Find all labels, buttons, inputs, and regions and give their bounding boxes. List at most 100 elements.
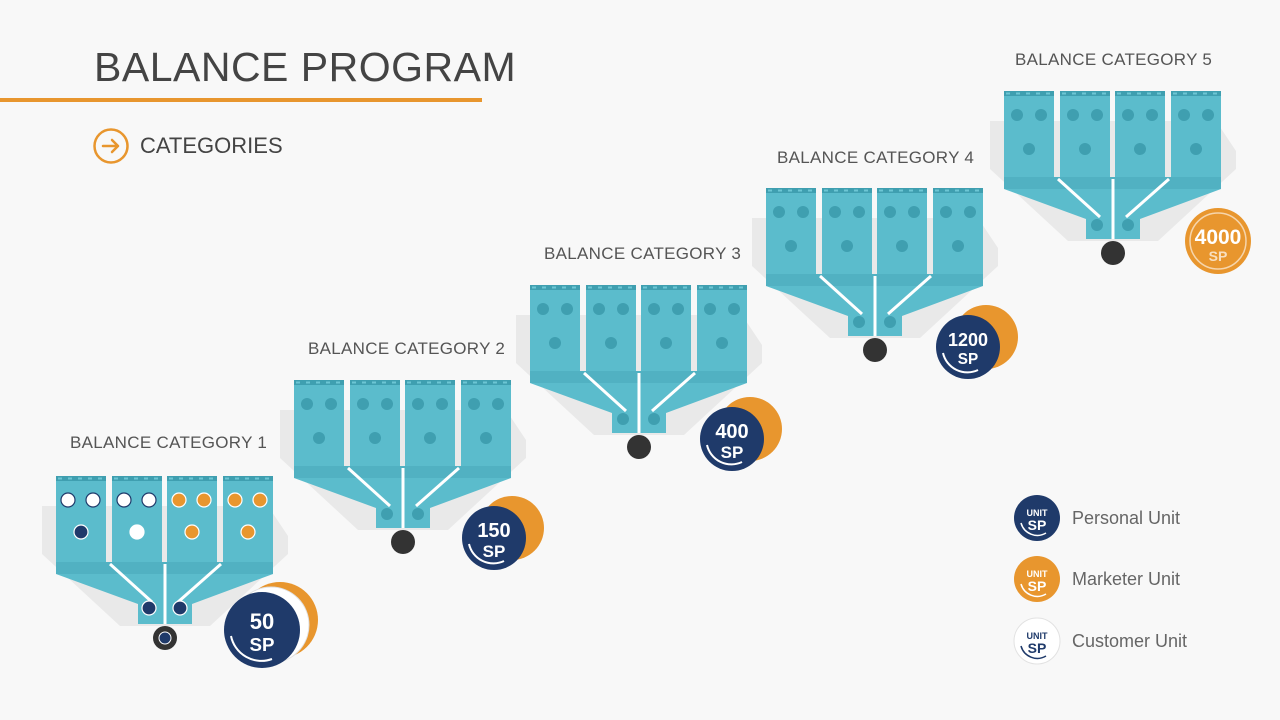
funnel-tick xyxy=(608,286,612,289)
funnel-tick xyxy=(306,381,310,384)
column-dot xyxy=(549,337,561,349)
funnel-column xyxy=(1115,91,1165,179)
funnel-tick xyxy=(598,286,602,289)
funnel-tick xyxy=(427,381,431,384)
column-dot xyxy=(672,303,684,315)
funnel-tick xyxy=(643,286,647,289)
funnel-tick xyxy=(864,189,868,192)
funnel-tick xyxy=(1117,92,1121,95)
column-dot xyxy=(853,316,865,328)
badge-value: 4000 xyxy=(1195,226,1242,249)
funnel-tick xyxy=(316,381,320,384)
badge-unit: SP xyxy=(250,634,275,655)
funnel-tick xyxy=(336,381,340,384)
column-dot xyxy=(648,303,660,315)
legend-badge-bottom: SP xyxy=(1028,640,1047,656)
legend-badge-bottom: SP xyxy=(1028,578,1047,594)
funnel-divider xyxy=(1056,177,1102,219)
funnel-column xyxy=(294,380,344,468)
funnel-tick xyxy=(417,381,421,384)
funnel-tick xyxy=(935,189,939,192)
funnel-tick xyxy=(683,286,687,289)
funnel-tick xyxy=(699,286,703,289)
column-dot xyxy=(593,303,605,315)
funnel-divider xyxy=(818,274,864,316)
category-2-funnel xyxy=(280,380,526,554)
funnel-tick xyxy=(1006,92,1010,95)
funnel-tick xyxy=(144,477,148,480)
funnel-tick xyxy=(1016,92,1020,95)
column-dot xyxy=(704,303,716,315)
funnel-tick xyxy=(955,189,959,192)
output-node xyxy=(391,530,415,554)
funnel-column xyxy=(766,188,816,276)
funnel-tick xyxy=(179,477,183,480)
funnel-tick xyxy=(824,189,828,192)
funnel-column xyxy=(697,285,747,373)
funnel-tick xyxy=(1157,92,1161,95)
unit-dot xyxy=(184,524,200,540)
column-dot xyxy=(940,206,952,218)
column-dot xyxy=(537,303,549,315)
funnel-tick xyxy=(778,189,782,192)
funnel-tick xyxy=(503,381,507,384)
funnel-tick xyxy=(1072,92,1076,95)
column-dot xyxy=(884,316,896,328)
legend-arc xyxy=(1020,583,1047,598)
output-node xyxy=(863,338,887,362)
category-1-label: BALANCE CATEGORY 1 xyxy=(70,433,268,452)
badge-value: 400 xyxy=(715,421,748,443)
funnel-tick xyxy=(78,477,82,480)
badge-front-disc xyxy=(936,315,1000,379)
column-dot xyxy=(648,413,660,425)
funnel-column xyxy=(405,380,455,468)
funnel-tick xyxy=(1026,92,1030,95)
output-node-inner xyxy=(158,631,172,645)
column-dot xyxy=(841,240,853,252)
column-dot xyxy=(325,398,337,410)
badge-front-disc xyxy=(462,506,526,570)
column-dot xyxy=(1023,143,1035,155)
category-4-label: BALANCE CATEGORY 4 xyxy=(777,148,975,167)
funnel-tick xyxy=(134,477,138,480)
badge-value: 1200 xyxy=(948,330,988,350)
funnel-tick xyxy=(392,381,396,384)
column-dot xyxy=(369,432,381,444)
funnel-tick xyxy=(975,189,979,192)
funnel-tick xyxy=(844,189,848,192)
column-dot xyxy=(1122,219,1134,231)
column-dot xyxy=(492,398,504,410)
funnel-tick xyxy=(899,189,903,192)
legend-label: Personal Unit xyxy=(1072,507,1181,528)
unit-dot xyxy=(60,492,76,508)
funnel-tick xyxy=(834,189,838,192)
funnel-divider xyxy=(415,466,460,508)
funnel-divider xyxy=(887,274,932,316)
column-dot xyxy=(1011,109,1023,121)
funnel-tick xyxy=(562,286,566,289)
funnel-tick xyxy=(199,477,203,480)
badge-front-disc xyxy=(1185,208,1251,274)
column-dot xyxy=(1091,109,1103,121)
badge-arc xyxy=(230,635,273,662)
column-dot xyxy=(829,206,841,218)
funnel-tick xyxy=(628,286,632,289)
funnel-column xyxy=(167,476,217,564)
funnel-tick xyxy=(1213,92,1217,95)
funnel-divider xyxy=(582,371,628,413)
funnel-column xyxy=(223,476,273,564)
funnel-column xyxy=(641,285,691,373)
funnel-divider xyxy=(108,562,154,604)
badge-front-disc xyxy=(224,592,300,668)
funnel-tick xyxy=(88,477,92,480)
funnel-tick xyxy=(965,189,969,192)
funnel-tick xyxy=(1082,92,1086,95)
funnel-tick xyxy=(265,477,269,480)
badge-arc xyxy=(942,352,979,374)
column-dot xyxy=(381,508,393,520)
funnel-column xyxy=(461,380,511,468)
funnel-tick xyxy=(532,286,536,289)
funnel-tick xyxy=(463,381,467,384)
